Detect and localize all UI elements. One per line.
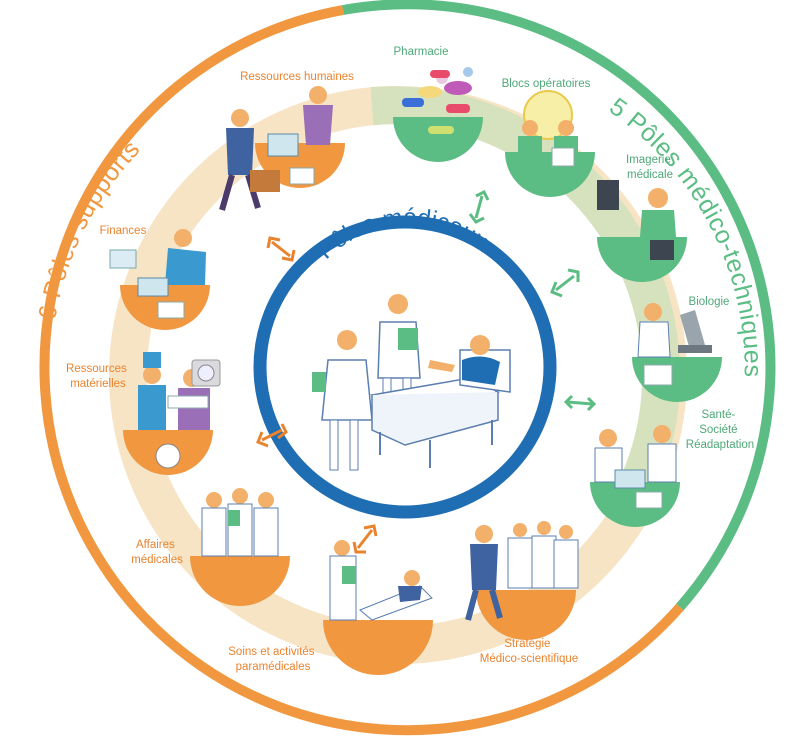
label-affaires-medicales: Affaires médicales	[131, 539, 183, 566]
label-pharmacie: Pharmacie	[394, 46, 449, 58]
label-sante-societe: Santé- Société Réadaptation	[686, 409, 754, 451]
center-illustration	[312, 294, 511, 471]
outer-ring	[39, 0, 776, 736]
pole-soins	[323, 540, 433, 675]
label-blocs: Blocs opératoires	[502, 78, 591, 90]
label-strategie: Stratégie Médico-scientifique	[480, 638, 578, 665]
green-arrows	[468, 189, 597, 412]
label-biologie: Biologie	[689, 296, 730, 308]
pole-imagerie	[597, 180, 687, 282]
orange-arrows	[256, 236, 378, 554]
label-finances: Finances	[100, 225, 147, 237]
label-ressources-materielles: Ressources matérielles	[66, 363, 130, 390]
pole-affaires-medicales	[190, 488, 290, 606]
pole-strategie	[465, 521, 579, 640]
pole-sante-societe	[590, 425, 680, 527]
pole-ressources-humaines	[219, 86, 345, 211]
pole-finances	[109, 229, 210, 330]
pole-biologie	[632, 303, 722, 402]
label-ressources-humaines: Ressources humaines	[240, 71, 354, 83]
label-imagerie: Imagerie médicale	[626, 154, 674, 181]
pole-blocs	[505, 90, 595, 197]
pole-ressources-materielles	[123, 352, 221, 475]
label-soins: Soins et activités paramédicales	[228, 646, 318, 673]
pole-pharmacie	[393, 67, 483, 162]
